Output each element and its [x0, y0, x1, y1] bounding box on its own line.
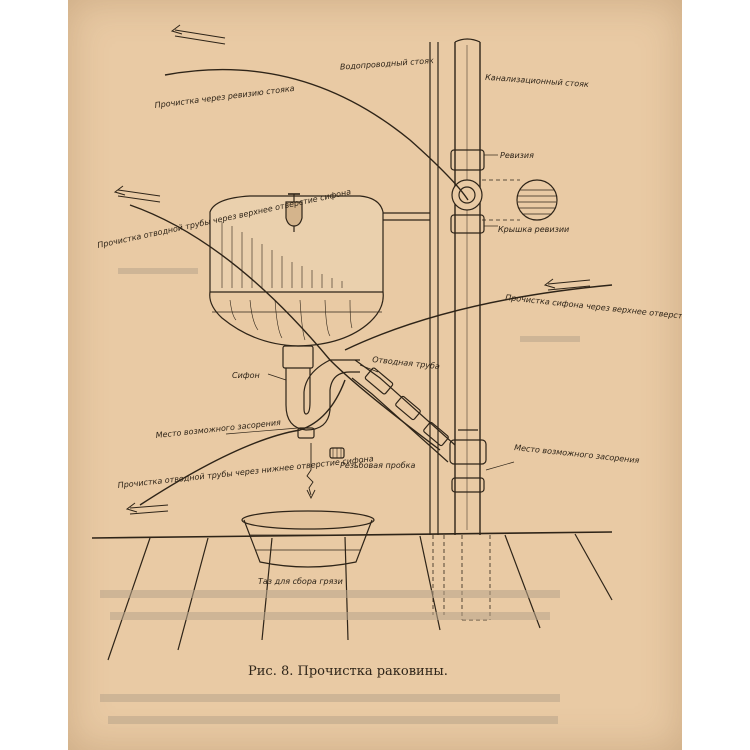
revision-fitting: [451, 179, 483, 211]
supply-pipe: [378, 212, 430, 221]
label-possible-blockage-left: Место возможного засорения: [155, 418, 281, 440]
label-siphon-upper-cleaning: Прочистка сифона через верхнее отверстие: [505, 293, 682, 322]
arrow-riser-cleaning: [170, 24, 226, 45]
sewer-riser: [450, 38, 491, 621]
cleaning-cable-siphon-upper: [344, 284, 613, 351]
figure-caption: Рис. 8. Прочистка раковины.: [248, 664, 448, 679]
label-riser-revision-cleaning: Прочистка через ревизию стояка: [154, 84, 295, 110]
outlet-pipe: [351, 359, 456, 463]
revision-cover: [482, 179, 558, 221]
drip-arrow: [306, 443, 316, 500]
arrow-outlet-lower: [125, 502, 169, 515]
label-siphon: Сифон: [232, 371, 260, 380]
leader-lines: [225, 154, 515, 471]
label-revision-cover: Крышка ревизии: [498, 225, 569, 234]
label-dirt-basin: Таз для сбора грязи: [258, 577, 343, 586]
arrow-siphon-upper: [543, 278, 591, 291]
water-riser: [429, 42, 445, 615]
tee-fitting: [449, 429, 487, 493]
siphon: [282, 345, 360, 439]
tap: [285, 193, 303, 232]
label-revision: Ревизия: [500, 151, 534, 160]
reverse-page-bleed: [100, 268, 580, 724]
sink-cleaning-diagram: Водопроводный стояк Канализационный стоя…: [91, 24, 682, 724]
cleaning-cable-outlet-upper: [129, 204, 441, 451]
label-possible-blockage-right: Место возможного засорения: [514, 443, 640, 465]
arrow-outlet-upper: [113, 185, 161, 203]
label-sewer-riser: Канализационный стояк: [485, 73, 589, 89]
book-page: Водопроводный стояк Канализационный стоя…: [68, 0, 682, 750]
label-outlet-lower-cleaning: Прочистка отводной трубы через нижнее от…: [117, 454, 374, 490]
dirt-basin: [241, 510, 375, 568]
cleaning-cable-outlet-lower: [139, 379, 346, 506]
label-water-riser: Водопроводный стояк: [340, 56, 435, 72]
label-threaded-plug: Резьбовая пробка: [340, 461, 415, 470]
threaded-plug: [329, 447, 345, 459]
cleaning-cable-riser: [164, 68, 469, 201]
